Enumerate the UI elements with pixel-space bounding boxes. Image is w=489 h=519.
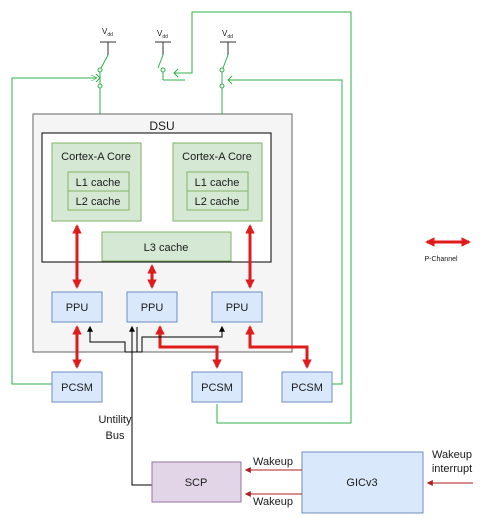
ppu-1: [51, 291, 103, 323]
l3-cache-label: L3 cache: [144, 242, 189, 254]
core-1-l1-label: L1 cache: [76, 177, 121, 189]
scp-block: [151, 461, 242, 503]
core-2-l2-label: L2 cache: [195, 196, 240, 208]
core-2-title: Cortex-A Core: [182, 151, 252, 163]
vdd-labels: Vdd Vdd Vdd: [102, 27, 233, 40]
wakeup-signals: [244, 467, 473, 497]
utility-bus: [87, 325, 225, 486]
pchannel-ppu3-pcsm3: [245, 325, 312, 369]
gicv3-block: [301, 451, 424, 514]
ppu-2: [126, 291, 178, 323]
wakeup-label-top: Wakeup: [253, 456, 293, 468]
core-1-l2-cache: [67, 190, 130, 211]
pcsm-3-label: PCSM: [291, 382, 323, 394]
wakeup-label-bottom: Wakeup: [253, 496, 293, 508]
l3-cache: [101, 231, 232, 262]
pcsm-2: [191, 371, 243, 403]
dsu-label: DSU: [149, 119, 174, 133]
ppu-2-label: PPU: [141, 302, 164, 314]
ppu-3-label: PPU: [226, 302, 249, 314]
vdd-label-2: Vdd: [157, 29, 168, 40]
vdd-label-1: Vdd: [102, 27, 113, 38]
core-1-l2-label: L2 cache: [76, 196, 121, 208]
scp-label: SCP: [185, 477, 208, 489]
gicv3-label: GICv3: [346, 477, 377, 489]
p-channel-connections: [72, 224, 312, 369]
vdd-label-3: Vdd: [222, 29, 233, 40]
wakeup-interrupt-label-line2: interrupt: [432, 463, 472, 475]
core-2-l2-cache: [186, 190, 249, 211]
pcsm-2-label: PCSM: [201, 382, 233, 394]
legend-pchannel-label: P-Channel: [424, 256, 458, 263]
utility-bus-label-line1: Untility: [98, 414, 132, 426]
power-switch-network: [11, 11, 352, 424]
pcsm-1: [51, 371, 103, 403]
core-2-l1-label: L1 cache: [195, 177, 240, 189]
core-1-title: Cortex-A Core: [61, 151, 131, 163]
wakeup-interrupt-label-line1: Wakeup: [432, 449, 472, 461]
ppu-3: [211, 291, 263, 323]
legend: P-Channel: [424, 237, 471, 263]
utility-bus-label-line2: Bus: [106, 430, 125, 442]
pcsm-1-label: PCSM: [61, 382, 93, 394]
ppu-1-label: PPU: [66, 302, 89, 314]
pcsm-3: [281, 371, 333, 403]
